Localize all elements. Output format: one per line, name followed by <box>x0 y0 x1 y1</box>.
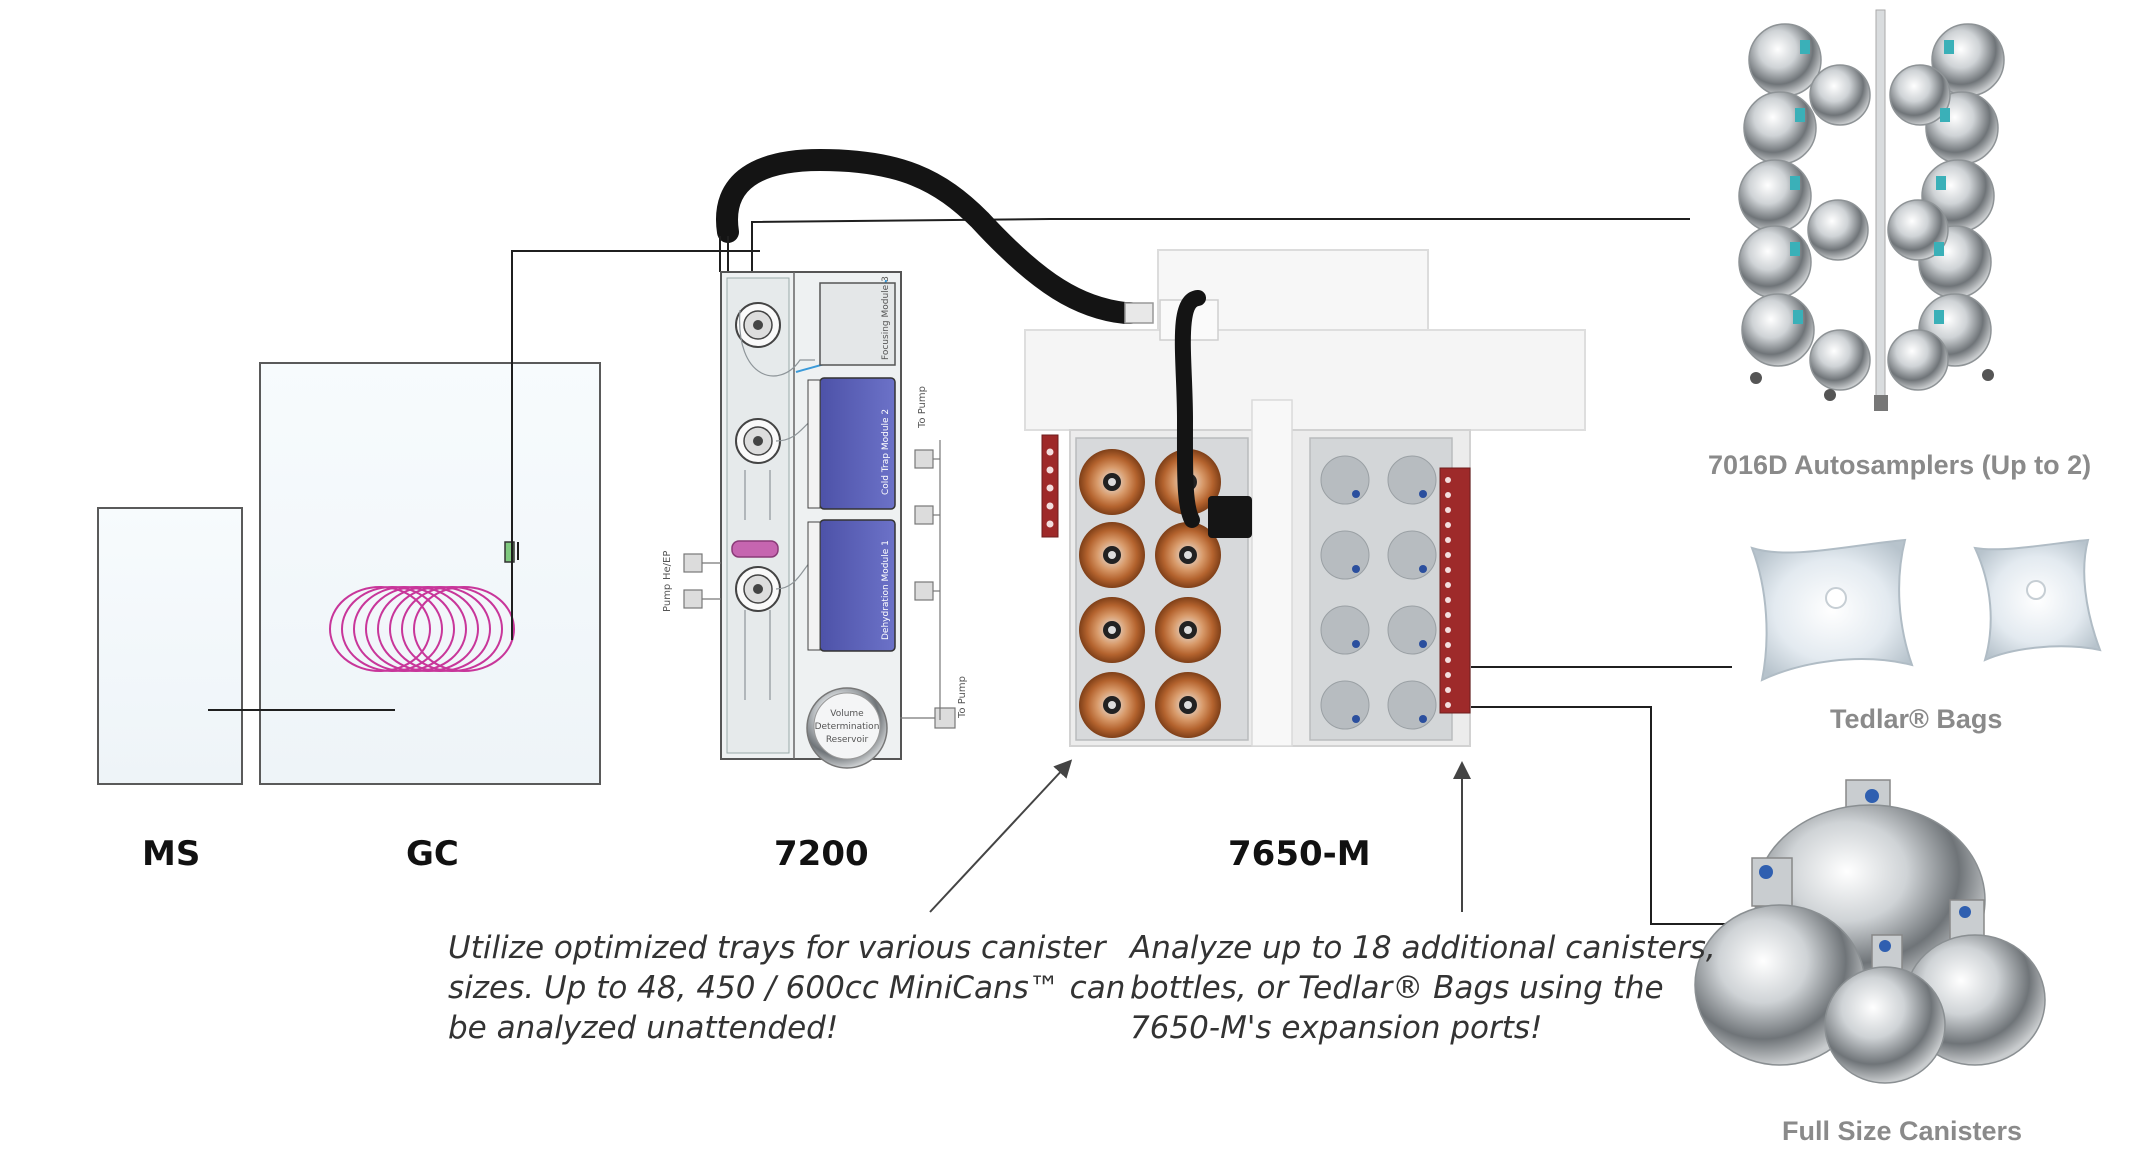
tray-note-line2: sizes. Up to 48, 450 / 600cc MiniCans™ c… <box>448 970 1126 1006</box>
7200-valve-1 <box>735 302 781 348</box>
reservoir-label-line2: Determination <box>815 722 880 732</box>
he-ep-label: He/EP <box>662 551 673 580</box>
7200-label: 7200 <box>774 834 869 874</box>
expansion-note-line3: 7650-M's expansion ports! <box>1130 1010 1543 1046</box>
tray-note-line3: be analyzed unattended! <box>448 1010 839 1046</box>
to-pump-bottom-label: To Pump <box>957 676 968 719</box>
gc-inlet-fitting <box>504 541 515 563</box>
full-size-canisters-caption: Full Size Canisters <box>1782 1116 2023 1146</box>
arm-hose <box>1174 290 1206 528</box>
7200-gas-fittings <box>683 553 721 609</box>
gc-label: GC <box>406 834 459 874</box>
expansion-port-rail <box>1439 467 1471 714</box>
module-7650m <box>1024 249 1586 747</box>
autosampler-7016d <box>1738 9 2005 411</box>
7650m-label: 7650-M <box>1228 834 1371 874</box>
expansion-note-line2: bottles, or Tedlar® Bags using the <box>1130 970 1664 1006</box>
expansion-note-line1: Analyze up to 18 additional canisters, <box>1130 930 1716 966</box>
tray-note-line1: Utilize optimized trays for various cani… <box>448 930 1106 966</box>
transfer-lines <box>208 218 1732 925</box>
7200-pump-fittings <box>900 440 956 729</box>
pump-label: Pump <box>662 584 673 612</box>
autosamplers-caption: 7016D Autosamplers (Up to 2) <box>1708 450 2092 480</box>
reservoir-label-line3: Reservoir <box>826 735 869 745</box>
cold-trap-module-label: Cold Trap Module 2 <box>881 409 891 495</box>
ms-label: MS <box>142 834 201 874</box>
tedlar-bag-small <box>1973 538 2102 662</box>
focusing-module-label: Focusing Module 3 <box>881 276 891 360</box>
7200-valve-3 <box>735 566 781 612</box>
volume-reservoir: Volume Determination Reservoir <box>806 687 888 769</box>
module-7200: Focusing Module 3 Cold Trap Module 2 Deh… <box>662 271 968 769</box>
ms-box <box>97 507 243 785</box>
tray-note: Utilize optimized trays for various cani… <box>448 928 1125 1048</box>
7200-sample-loop <box>731 540 779 558</box>
tedlar-bag-large <box>1750 538 1914 682</box>
gc-column-coil <box>329 586 515 672</box>
dehydration-module-label: Dehydration Module 1 <box>881 540 891 640</box>
tedlar-bags-caption: Tedlar® Bags <box>1830 704 2003 734</box>
expansion-note: Analyze up to 18 additional canisters, b… <box>1130 928 1716 1048</box>
expansion-ports <box>1445 477 1451 708</box>
to-pump-top-label: To Pump <box>917 386 928 429</box>
full-size-canisters <box>1694 779 2046 1084</box>
ms-instrument <box>97 507 243 785</box>
gc-box <box>259 362 601 785</box>
7200-valve-2 <box>735 418 781 464</box>
tray-annotation-arrow <box>929 759 1073 913</box>
focusing-module <box>819 282 896 366</box>
transfer-hose <box>716 148 1141 324</box>
7650m-center-rail <box>1251 399 1293 747</box>
gc-instrument <box>259 362 601 785</box>
7650m-gantry <box>1024 329 1586 431</box>
tedlar-bags <box>1750 538 2102 682</box>
reservoir-label-line1: Volume <box>830 709 864 719</box>
autosampler-canisters <box>1738 23 2005 391</box>
sampling-head <box>1208 496 1252 538</box>
